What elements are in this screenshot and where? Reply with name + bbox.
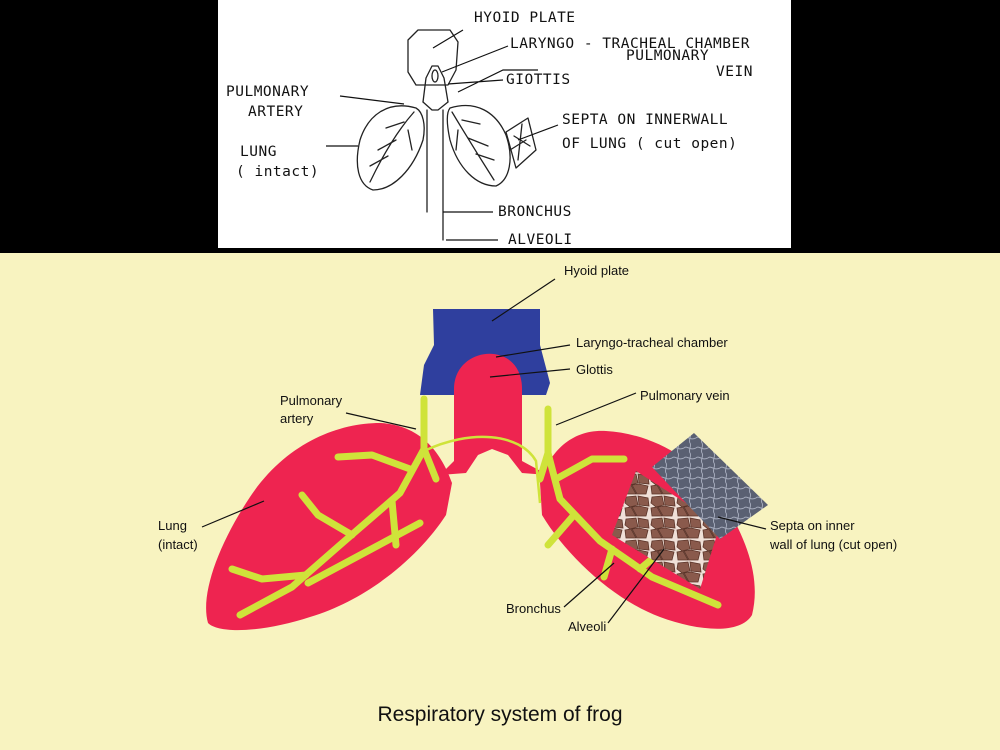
sketch-label-pulmonary-vein-1: PULMONARY: [626, 48, 709, 64]
sketch-label-lung-1: LUNG: [240, 144, 277, 160]
label-pulmonary-vein: Pulmonary vein: [640, 388, 730, 403]
leader-lines: [201, 278, 767, 624]
label-septa-1: Septa on inner: [770, 518, 855, 533]
label-lung-1: Lung: [158, 518, 187, 533]
alveoli: [612, 471, 720, 589]
label-pulmonary-artery-2: artery: [280, 411, 314, 426]
sketch-label-laryngo-tracheal-chamber: LARYNGO - TRACHEAL CHAMBER: [510, 36, 750, 52]
diagram-caption: Respiratory system of frog: [377, 703, 622, 726]
label-bronchus: Bronchus: [506, 601, 561, 616]
sketch-label-alveoli: ALVEOLI: [508, 232, 573, 248]
label-lung-2: (intact): [158, 537, 198, 552]
pulmonary-vein-connector: [423, 435, 542, 504]
frog-respiratory-diagram: Hyoid plate Laryngo-tracheal chamber Glo…: [158, 263, 897, 726]
sketch-label-bronchus: BRONCHUS: [498, 204, 572, 220]
sketch-label-pulmonary-vein-2: VEIN: [716, 64, 753, 80]
sketch-laryngo-tracheal-chamber: [422, 65, 449, 103]
septa-flap: [652, 433, 768, 539]
pulmonary-artery-vessels: [228, 395, 440, 619]
sketch-label-septa-1: SEPTA ON INNERWALL: [562, 112, 728, 128]
sketch-label-pulmonary-artery-2: ARTERY: [248, 104, 303, 120]
sketch-glottis: [431, 69, 439, 83]
sketch-label-glottis: GIOTTIS: [506, 72, 571, 88]
sketch-label-septa-2: OF LUNG ( cut open): [562, 136, 737, 152]
color-diagram-panel: Hyoid plate Laryngo-tracheal chamber Glo…: [0, 253, 1000, 750]
sketch-lung-right: [446, 104, 511, 187]
sketch-lung-left: [356, 105, 425, 191]
sketch-lung-right-vessels: [451, 111, 495, 181]
sketch-lung-left-vessels: [369, 111, 415, 183]
sketch-label-lung-2: ( intact): [236, 164, 319, 180]
sketch-trachea: [422, 101, 449, 241]
label-septa-2: wall of lung (cut open): [769, 537, 897, 552]
sketch-label-pulmonary-artery-1: PULMONARY: [226, 84, 309, 100]
label-pulmonary-artery-1: Pulmonary: [280, 393, 343, 408]
sketch-label-hyoid-plate: HYOID PLATE: [474, 10, 576, 26]
sketch-leader-lines: [326, 29, 559, 241]
sketch-drawing: HYOID PLATE LARYNGO - TRACHEAL CHAMBER G…: [226, 10, 753, 248]
sketch-septa-flap: [505, 117, 537, 169]
sketch-hyoid-plate: [407, 29, 459, 86]
label-laryngo-tracheal-chamber: Laryngo-tracheal chamber: [576, 335, 728, 350]
label-glottis: Glottis: [576, 362, 613, 377]
label-alveoli: Alveoli: [568, 619, 606, 634]
label-hyoid-plate: Hyoid plate: [564, 263, 629, 278]
sketch-panel: HYOID PLATE LARYNGO - TRACHEAL CHAMBER G…: [218, 0, 791, 248]
pulmonary-vein-vessels: [536, 405, 722, 609]
